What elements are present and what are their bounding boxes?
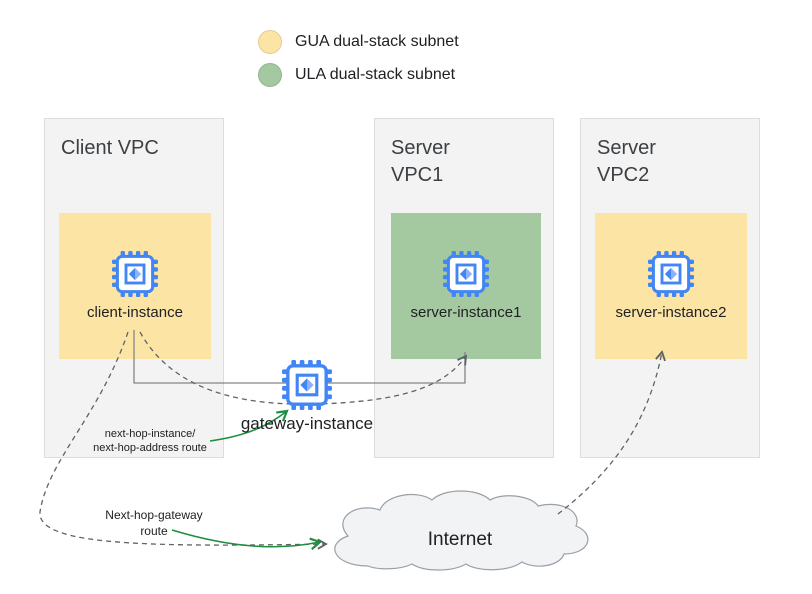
compute-instance-icon xyxy=(648,251,694,297)
gua-subnet-swatch-icon xyxy=(258,30,282,54)
legend-label-gua: GUA dual-stack subnet xyxy=(295,33,459,50)
server-vpc1-title: Server VPC1 xyxy=(391,137,450,186)
ula-subnet-swatch-icon xyxy=(258,63,282,87)
gateway-instance-label: gateway-instance xyxy=(240,414,374,433)
compute-instance-icon xyxy=(282,360,332,410)
server-instance2-label: server-instance2 xyxy=(615,304,727,321)
compute-instance-icon xyxy=(443,251,489,297)
server-vpc1-box: Server VPC1 server-instance1 xyxy=(374,118,554,458)
client-vpc-title: Client VPC xyxy=(61,137,159,159)
client-vpc-box: Client VPC client-instance xyxy=(44,118,224,458)
next-hop-gateway-route-label: Next-hop-gateway route xyxy=(105,508,203,538)
next-hop-instance-route-label: next-hop-instance/ next-hop-address rout… xyxy=(93,428,207,454)
compute-instance-icon xyxy=(112,251,158,297)
legend-label-ula: ULA dual-stack subnet xyxy=(295,66,456,83)
internet-label: Internet xyxy=(427,529,493,550)
server-instance1: server-instance1 xyxy=(391,213,541,359)
gateway-instance: gateway-instance xyxy=(233,360,381,434)
server-instance1-label: server-instance1 xyxy=(410,304,522,321)
legend: GUA dual-stack subnet ULA dual-stack sub… xyxy=(258,30,459,96)
server-vpc2-title: Server VPC2 xyxy=(597,137,656,186)
server-instance2: server-instance2 xyxy=(595,213,747,359)
client-instance-label: client-instance xyxy=(87,304,183,321)
legend-item-ula: ULA dual-stack subnet xyxy=(258,63,459,87)
legend-item-gua: GUA dual-stack subnet xyxy=(258,30,459,54)
client-instance: client-instance xyxy=(59,213,211,359)
server-vpc2-box: Server VPC2 server-instance2 xyxy=(580,118,760,458)
